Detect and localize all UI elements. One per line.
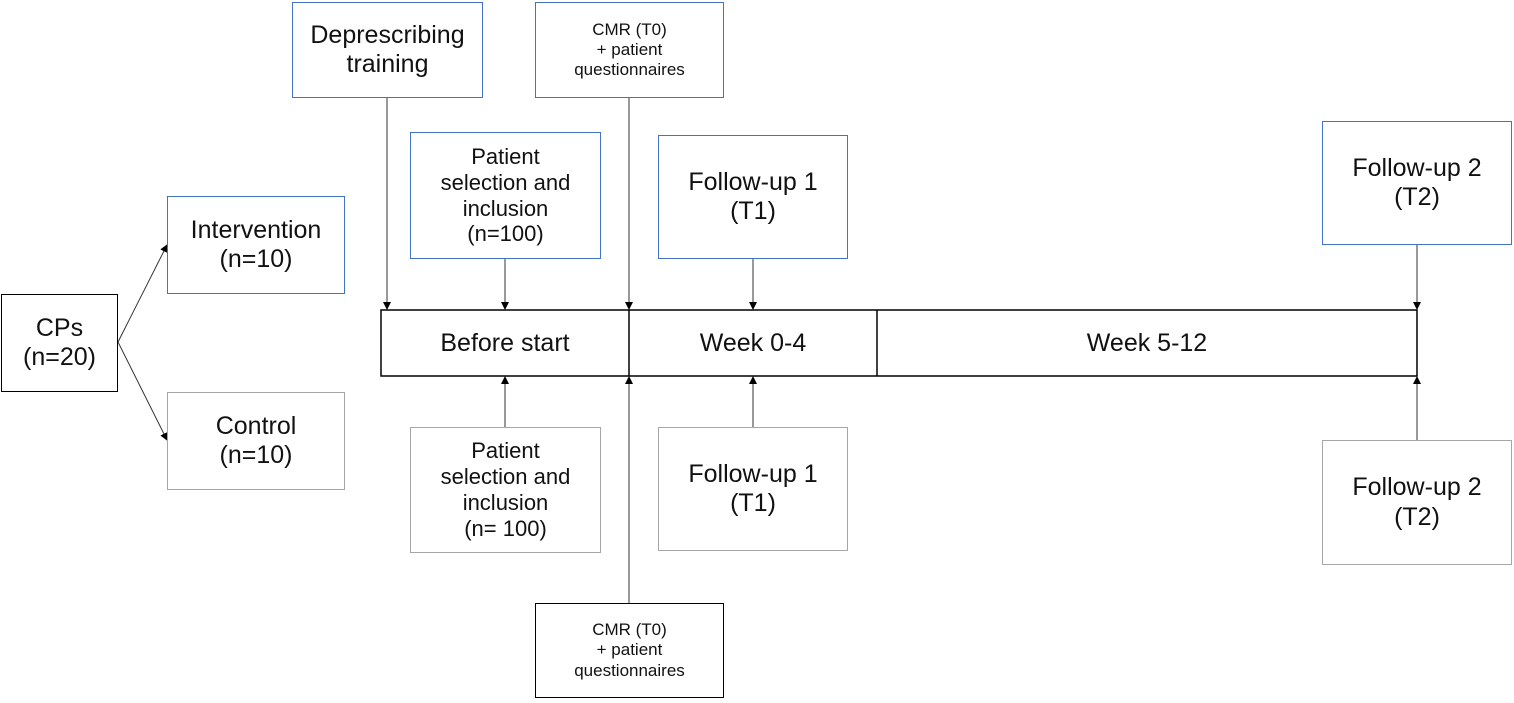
phase-before-start: Before start xyxy=(440,328,570,357)
followup2-control-label: Follow-up 2 (T2) xyxy=(1352,473,1482,531)
phase-week-5-12: Week 5-12 xyxy=(1086,328,1208,357)
patient-selection-control-label: Patient selection and inclusion (n= 100) xyxy=(440,438,571,541)
cmr-control-label: CMR (T0) + patient questionnaires xyxy=(574,620,685,680)
followup2-intervention-box: Follow-up 2 (T2) xyxy=(1322,121,1512,245)
cps-label: CPs (n=20) xyxy=(23,313,96,372)
intervention-group-label: Intervention (n=10) xyxy=(190,215,322,274)
cmr-intervention-box: CMR (T0) + patient questionnaires xyxy=(535,2,724,98)
control-group-box: Control (n=10) xyxy=(167,392,345,490)
patient-selection-intervention-label: Patient selection and inclusion (n=100) xyxy=(440,143,571,247)
arrow-cps-to-intervention xyxy=(117,244,168,343)
phase-week-0-4: Week 0-4 xyxy=(699,328,807,357)
timeline-bar xyxy=(380,309,1418,377)
arrow-cps-to-control xyxy=(117,341,168,441)
followup1-control-label: Follow-up 1 (T1) xyxy=(688,459,818,518)
deprescribing-training-label: Deprescribing training xyxy=(310,20,465,79)
intervention-group-box: Intervention (n=10) xyxy=(167,196,345,294)
control-group-label: Control (n=10) xyxy=(215,411,297,470)
followup2-intervention-label: Follow-up 2 (T2) xyxy=(1352,153,1482,212)
cmr-intervention-label: CMR (T0) + patient questionnaires xyxy=(574,19,685,80)
patient-selection-intervention-box: Patient selection and inclusion (n=100) xyxy=(410,132,601,259)
followup1-intervention-box: Follow-up 1 (T1) xyxy=(658,135,848,259)
cps-box: CPs (n=20) xyxy=(1,294,118,392)
followup1-intervention-label: Follow-up 1 (T1) xyxy=(688,167,818,226)
deprescribing-training-box: Deprescribing training xyxy=(292,2,483,98)
followup2-control-box: Follow-up 2 (T2) xyxy=(1322,440,1512,565)
patient-selection-control-box: Patient selection and inclusion (n= 100) xyxy=(410,427,601,553)
followup1-control-box: Follow-up 1 (T1) xyxy=(658,427,848,551)
cmr-control-box: CMR (T0) + patient questionnaires xyxy=(535,603,724,698)
